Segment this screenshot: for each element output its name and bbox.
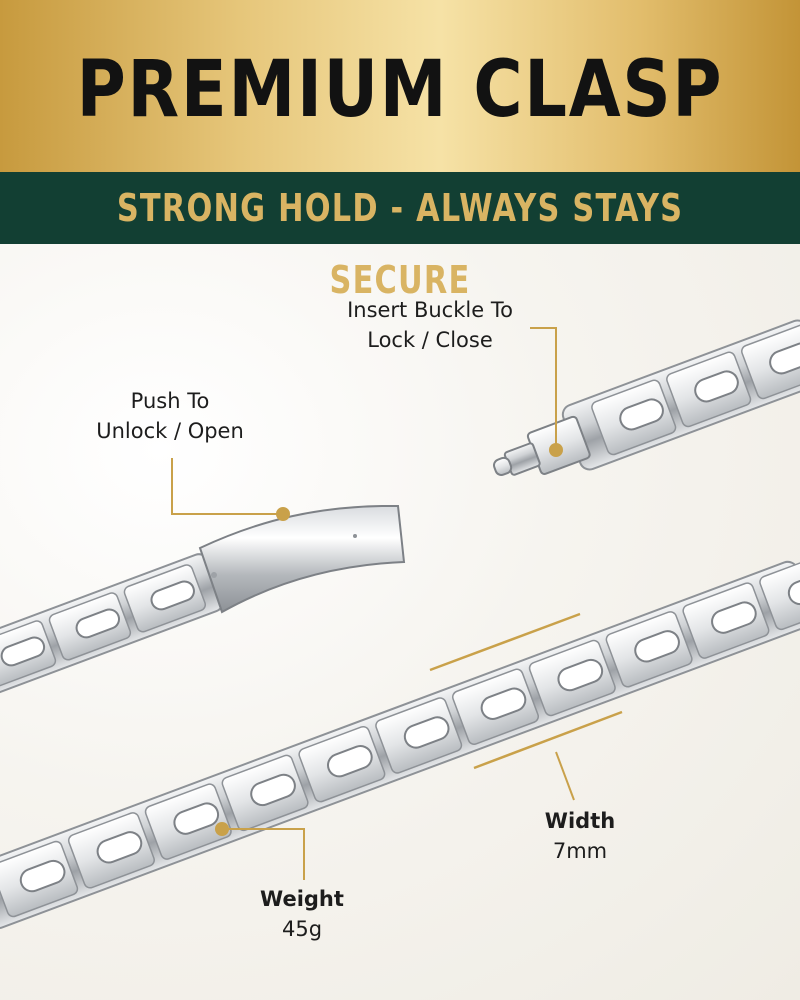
width-callout: Width 7mm [520, 806, 640, 866]
bracelet-link [666, 351, 752, 428]
insert-callout-line1: Insert Buckle To [347, 298, 513, 322]
weight-callout-dot [215, 822, 229, 836]
bracelet-band-right [493, 319, 800, 476]
bracelet-link [48, 592, 132, 661]
weight-value: 45g [281, 917, 323, 941]
push-callout-line2: Unlock / Open [96, 419, 244, 443]
subtitle-band: STRONG HOLD - ALWAYS STAYS SECURE [0, 172, 800, 302]
clasp-tube [198, 504, 406, 614]
push-callout-line1: Push To [130, 389, 210, 413]
bracelet-band-left [0, 553, 225, 697]
bracelet-link [375, 697, 463, 774]
bracelet-link [741, 323, 800, 400]
width-value: 7mm [552, 839, 608, 863]
insert-callout-dot [549, 443, 563, 457]
insert-buckle-callout: Insert Buckle To Lock / Close [320, 295, 540, 355]
header-banner: PREMIUM CLASP [0, 0, 800, 172]
bracelet-link [144, 783, 232, 860]
push-callout-dot [276, 507, 290, 521]
bracelet-band-main [0, 553, 800, 929]
weight-callout: Weight 45g [240, 884, 364, 944]
bracelet-link [298, 725, 386, 803]
weight-label: Weight [260, 887, 344, 911]
page-subtitle: STRONG HOLD - ALWAYS STAYS SECURE [116, 186, 684, 302]
bracelet-link [0, 620, 57, 689]
band-links [0, 553, 800, 918]
bracelet-link [591, 379, 677, 456]
bracelet-link [123, 564, 207, 633]
bracelet-link [605, 611, 693, 688]
page-title: PREMIUM CLASP [76, 45, 724, 135]
push-unlock-callout: Push To Unlock / Open [70, 386, 270, 446]
bracelet-link [0, 840, 79, 918]
bracelet-link [452, 668, 539, 745]
width-label: Width [544, 809, 616, 833]
bracelet-link [528, 639, 616, 717]
insert-callout-line2: Lock / Close [367, 328, 493, 352]
bracelet-link [67, 812, 155, 889]
band-links [0, 564, 207, 689]
bracelet-link [221, 754, 309, 832]
band-links [591, 323, 800, 456]
bracelet-link [682, 582, 770, 659]
